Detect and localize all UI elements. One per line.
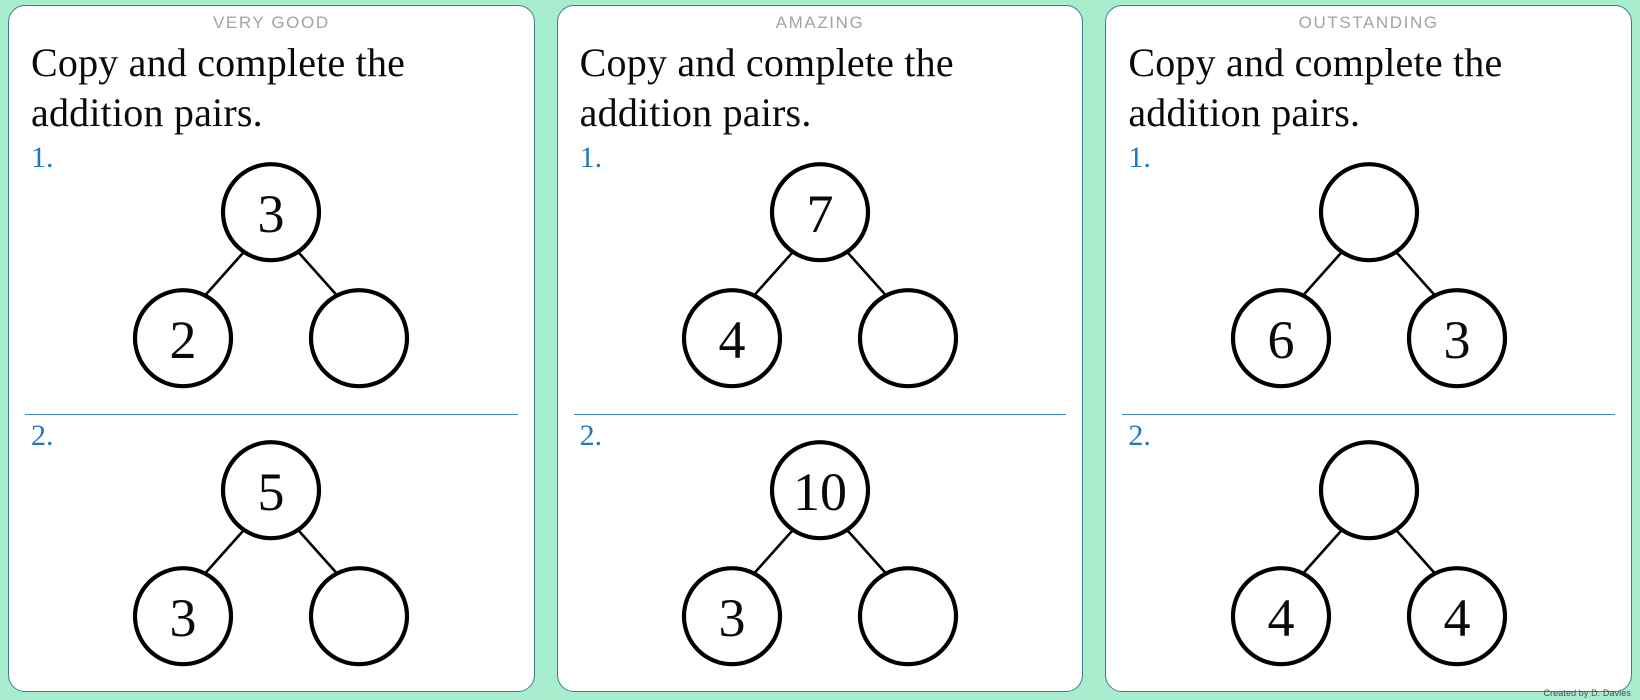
card-badge-2: AMAZING bbox=[775, 13, 865, 32]
problem-3-2: 2. 4 4 bbox=[1122, 413, 1616, 691]
problem-3-1: 1. 6 3 bbox=[1122, 137, 1615, 413]
footer-credit: Created by D. Davies bbox=[1543, 688, 1631, 698]
number-bond-diagram: 6 3 bbox=[1219, 137, 1519, 413]
problem-list-1: 1. 3 2 2. bbox=[9, 137, 534, 691]
problem-number: 1. bbox=[31, 141, 54, 175]
bond-node-top[interactable] bbox=[1318, 162, 1419, 263]
bond-node-top-value: 5 bbox=[258, 462, 285, 522]
bond-node-left-value: 3 bbox=[170, 588, 197, 648]
connector-right bbox=[841, 522, 893, 581]
problem-2-2: 2. 10 3 bbox=[573, 413, 1067, 691]
connector-right bbox=[841, 245, 893, 304]
bond-node-right[interactable] bbox=[1406, 565, 1507, 666]
bond-node-top[interactable] bbox=[221, 162, 322, 263]
bond-node-top-value: 7 bbox=[807, 184, 834, 244]
bond-node-left[interactable] bbox=[133, 288, 234, 389]
problem-number: 2. bbox=[579, 418, 603, 452]
number-bond-diagram: 7 4 bbox=[670, 137, 970, 413]
bond-node-right[interactable] bbox=[857, 565, 959, 666]
bond-node-top-value: 3 bbox=[258, 184, 285, 244]
bond-node-left[interactable] bbox=[133, 565, 234, 666]
bond-node-right-value: 4 bbox=[1443, 588, 1470, 648]
problem-number: 1. bbox=[579, 141, 603, 175]
connector-left bbox=[198, 245, 251, 304]
problem-list-2: 1. 7 4 2. bbox=[558, 137, 1083, 691]
bond-node-left[interactable] bbox=[681, 288, 783, 389]
bond-node-top[interactable] bbox=[769, 162, 871, 263]
bond-node-right-value: 3 bbox=[1443, 310, 1470, 370]
connector-right bbox=[292, 245, 345, 304]
bond-node-left[interactable] bbox=[681, 565, 783, 666]
connector-left bbox=[747, 245, 799, 304]
number-bond-diagram: 10 3 bbox=[670, 415, 970, 691]
worksheet-card-1: VERY GOOD Copy and complete the addition… bbox=[8, 5, 535, 692]
bond-node-top[interactable] bbox=[1318, 439, 1419, 540]
problem-number: 1. bbox=[1128, 141, 1151, 175]
problem-1-1: 1. 3 2 bbox=[25, 137, 518, 413]
bond-node-left-value: 2 bbox=[170, 310, 197, 370]
connector-left bbox=[1295, 522, 1348, 581]
bond-node-right[interactable] bbox=[1406, 288, 1507, 389]
problem-number: 2. bbox=[31, 418, 54, 452]
bond-node-top-value: 10 bbox=[793, 462, 847, 522]
bond-node-left[interactable] bbox=[1230, 565, 1331, 666]
bond-node-right[interactable] bbox=[309, 288, 410, 389]
connector-left bbox=[1295, 245, 1348, 304]
problem-number: 2. bbox=[1128, 418, 1151, 452]
card-title-1: Copy and complete the addition pairs. bbox=[31, 40, 406, 135]
problem-list-3: 1. 6 3 2. bbox=[1106, 137, 1631, 691]
connector-right bbox=[1389, 245, 1442, 304]
bond-node-top[interactable] bbox=[221, 439, 322, 540]
card-badge-3: OUTSTANDING bbox=[1298, 13, 1439, 32]
number-bond-diagram: 3 2 bbox=[121, 137, 421, 413]
bond-node-left-value: 4 bbox=[1267, 588, 1294, 648]
number-bond-diagram: 4 4 bbox=[1219, 415, 1519, 691]
card-title-2: Copy and complete the addition pairs. bbox=[579, 40, 954, 135]
connector-left bbox=[747, 522, 799, 581]
bond-node-left-value: 3 bbox=[719, 588, 746, 648]
bond-node-top[interactable] bbox=[769, 439, 871, 540]
card-badge-1: VERY GOOD bbox=[212, 13, 330, 32]
problem-2-1: 1. 7 4 bbox=[574, 137, 1067, 413]
card-title-3: Copy and complete the addition pairs. bbox=[1128, 40, 1503, 135]
problem-1-2: 2. 5 3 bbox=[25, 413, 518, 691]
bond-node-left-value: 6 bbox=[1267, 310, 1294, 370]
bond-node-right[interactable] bbox=[309, 565, 410, 666]
number-bond-diagram: 5 3 bbox=[121, 415, 421, 691]
connector-right bbox=[292, 522, 345, 581]
connector-right bbox=[1389, 522, 1442, 581]
bond-node-left-value: 4 bbox=[719, 310, 746, 370]
connector-left bbox=[198, 522, 251, 581]
bond-node-right[interactable] bbox=[857, 288, 959, 389]
bond-node-left[interactable] bbox=[1230, 288, 1331, 389]
worksheet-card-2: AMAZING Copy and complete the addition p… bbox=[556, 5, 1084, 692]
worksheet-card-3: OUTSTANDING Copy and complete the additi… bbox=[1105, 5, 1633, 692]
